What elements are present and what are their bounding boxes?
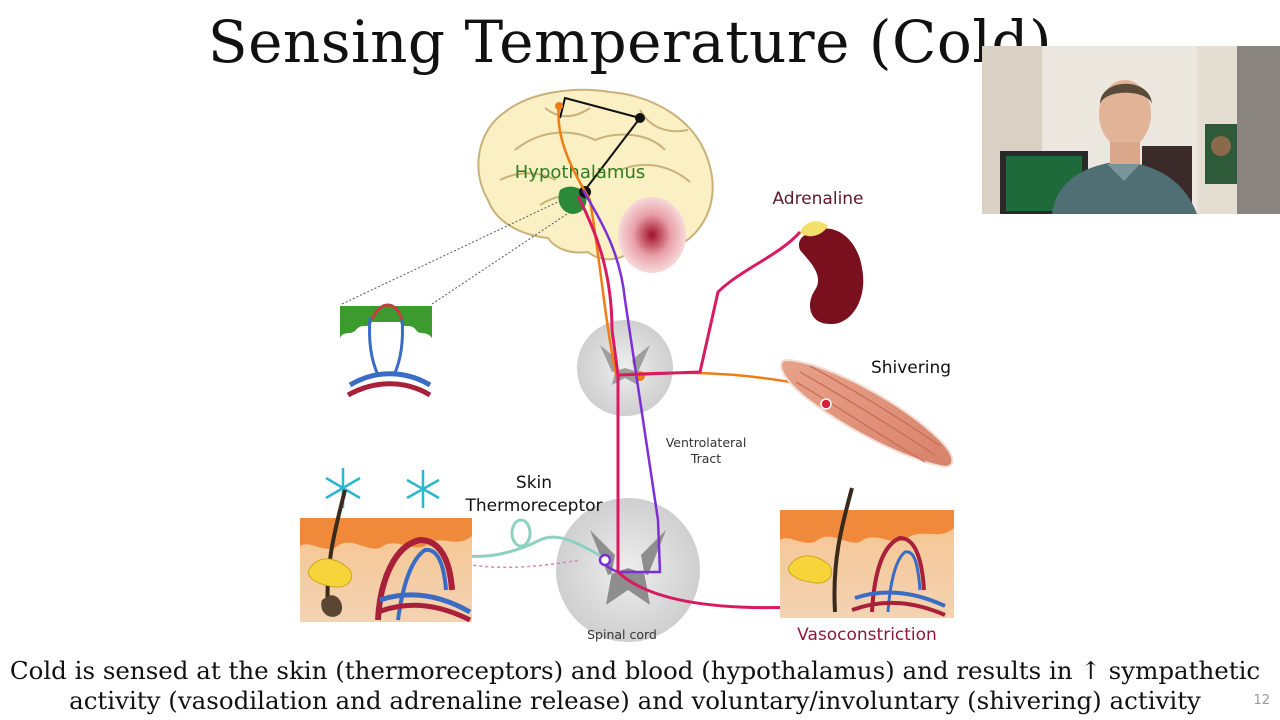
skin-block-cold	[300, 489, 472, 623]
hypothalamus-capillary-detail	[340, 303, 432, 398]
spinal-cord-upper	[577, 320, 673, 416]
spinal-cord-lower	[556, 498, 700, 642]
slide-number: 12	[1253, 693, 1270, 708]
caption-line-2: activity (vasodilation and adrenaline re…	[69, 686, 1201, 715]
brain-connections	[555, 96, 645, 198]
adrenal-kidney	[798, 221, 864, 325]
ventrolateral-label-line1: Ventrolateral	[666, 435, 747, 450]
skin-label-line1: Skin	[516, 473, 552, 493]
skin-label-line2: Thermoreceptor	[465, 496, 603, 516]
adrenaline-label: Adrenaline	[772, 189, 863, 209]
hypothalamus-label: Hypothalamus	[515, 162, 645, 183]
presenter-video-icon	[982, 46, 1280, 214]
vasoconstriction-label: Vasoconstriction	[797, 625, 937, 645]
brain	[477, 88, 714, 273]
ventrolateral-label-line2: Tract	[690, 451, 721, 466]
skeletal-muscle	[779, 358, 954, 468]
zoom-line-top	[341, 199, 563, 305]
slide-title: Sensing Temperature (Cold)	[207, 8, 1053, 76]
zoom-line-bottom	[431, 211, 571, 305]
thalamus-region	[618, 197, 686, 273]
slide-caption: Cold is sensed at the skin (thermorecept…	[0, 656, 1270, 716]
shivering-label: Shivering	[871, 358, 951, 378]
snowflake-icon	[406, 470, 440, 508]
presenter-webcam	[982, 46, 1280, 214]
caption-line-1: Cold is sensed at the skin (thermorecept…	[9, 656, 1261, 685]
spinal-cord-label: Spinal cord	[587, 627, 657, 642]
skin-block-vasoconstricted	[780, 487, 954, 618]
